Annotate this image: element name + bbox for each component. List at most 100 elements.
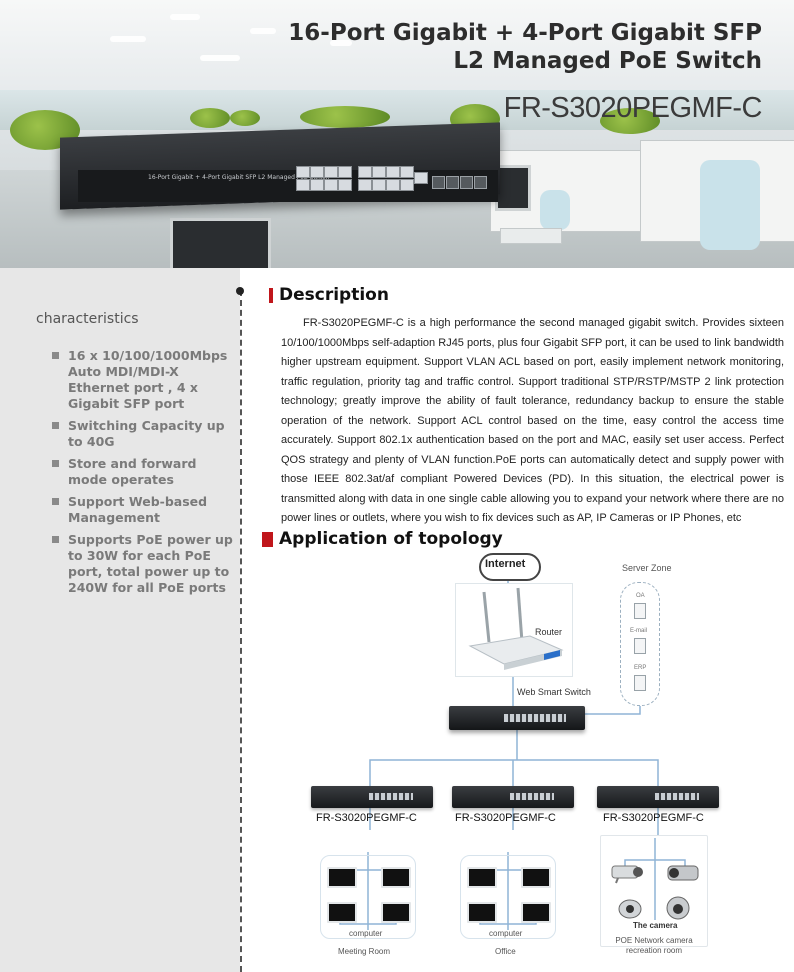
rj45-port (372, 166, 386, 178)
rj45-port (310, 166, 324, 178)
topology-heading: Application of topology (279, 529, 503, 549)
server-link (585, 704, 641, 715)
switch-model-label: FR-S3020PEGMF-C (603, 812, 704, 824)
plant (190, 108, 230, 128)
internet-cloud-icon (479, 553, 541, 581)
switch-ports (510, 793, 554, 800)
feature-text: 16 x 10/100/1000Mbps Auto MDI/MDI-X Ethe… (68, 348, 228, 411)
poe-switch (452, 786, 574, 808)
office-panel (460, 855, 556, 939)
sfp-port (460, 176, 473, 189)
feature-text: Store and forward mode operates (68, 456, 197, 487)
feature-list: 16 x 10/100/1000Mbps Auto MDI/MDI-X Ethe… (52, 348, 238, 602)
dome-camera-icon (666, 896, 690, 920)
computer-icon (521, 902, 551, 923)
product-title-line-2: L2 Managed PoE Switch (453, 48, 762, 74)
office-window (0, 90, 794, 130)
characteristics-sidebar (0, 268, 240, 972)
monitor (170, 218, 271, 268)
sfp-port (432, 176, 445, 189)
camera-icon (667, 865, 699, 881)
plant (300, 106, 390, 128)
chair (540, 190, 570, 230)
router-label: Router (535, 627, 563, 637)
product-model: FR-S3020PEGMF-C (503, 92, 763, 124)
feature-text: Support Web-based Management (68, 494, 208, 525)
switch-model-label: FR-S3020PEGMF-C (316, 812, 417, 824)
chair (700, 160, 760, 250)
computer-icon (467, 902, 497, 923)
rj45-port (310, 179, 324, 191)
feature-item: 16 x 10/100/1000Mbps Auto MDI/MDI-X Ethe… (52, 348, 238, 412)
camera-label: The camera (633, 921, 678, 930)
switch-panel-label: 16-Port Gigabit + 4-Port Gigabit SFP L2 … (148, 174, 330, 181)
rj45-port (386, 179, 400, 191)
computer-icon (467, 867, 497, 888)
computer-icon (381, 867, 411, 888)
switch-ports (655, 793, 699, 800)
meeting-room-panel (320, 855, 416, 939)
product-title: 16-Port Gigabit + 4-Port Gigabit SFP L2 … (288, 19, 762, 75)
plant (600, 108, 660, 134)
section-divider (240, 290, 242, 972)
computer-label: computer (349, 929, 383, 938)
zone-label: Meeting Room (338, 947, 391, 956)
sfp-port (446, 176, 459, 189)
rj45-port (358, 166, 372, 178)
office-ceiling (0, 0, 794, 95)
dome-camera-icon (618, 899, 642, 919)
rj45-port (372, 179, 386, 191)
bullet-icon (52, 422, 59, 429)
rj45-port (400, 179, 414, 191)
divider-dot (236, 287, 244, 295)
ceiling-light (330, 40, 352, 46)
bullet-icon (52, 460, 59, 467)
product-title-line-1: 16-Port Gigabit + 4-Port Gigabit SFP (288, 20, 762, 46)
feature-item: Switching Capacity up to 40G (52, 418, 238, 450)
bullet-icon (52, 498, 59, 505)
monitor (495, 165, 531, 211)
server-label: E-mail (630, 628, 648, 634)
server-icon (634, 675, 646, 691)
computer-icon (521, 867, 551, 888)
poe-switch (597, 786, 719, 808)
feature-item: Support Web-based Management (52, 494, 238, 526)
switch-ports (504, 714, 566, 722)
router-icon (468, 587, 564, 670)
plant (230, 110, 260, 126)
web-switch-label: Web Smart Switch (517, 687, 591, 697)
camera-panel (600, 835, 708, 947)
sfp-port (474, 176, 487, 189)
ceiling-light (110, 36, 146, 42)
rj45-port (400, 166, 414, 178)
server-icon (634, 603, 646, 619)
switch-front-panel (78, 170, 498, 202)
zone-label: POE Network camera recreation room (615, 936, 693, 955)
console-port (414, 172, 428, 184)
rj45-port (324, 179, 338, 191)
bullet-icon (52, 352, 59, 359)
ceiling-light (250, 28, 276, 34)
switch-model-label: FR-S3020PEGMF-C (455, 812, 556, 824)
rj45-port (338, 179, 352, 191)
computer-icon (381, 902, 411, 923)
feature-item: Supports PoE power up to 30W for each Po… (52, 532, 238, 596)
characteristics-title: characteristics (36, 311, 139, 327)
rj45-port (296, 166, 310, 178)
feature-text: Switching Capacity up to 40G (68, 418, 225, 449)
rj45-port (386, 166, 400, 178)
internet-label: Internet (485, 558, 526, 570)
camera-icon (611, 865, 643, 884)
router-image (455, 583, 573, 677)
bullet-icon (52, 536, 59, 543)
switch-ports (369, 793, 413, 800)
ceiling-light (200, 55, 240, 61)
rj45-port (324, 166, 338, 178)
computer-icon (327, 867, 357, 888)
rj45-port (296, 179, 310, 191)
keyboard (500, 228, 562, 244)
web-smart-switch (449, 706, 585, 730)
description-body: FR-S3020PEGMF-C is a high performance th… (281, 317, 784, 524)
feature-text: Supports PoE power up to 30W for each Po… (68, 532, 233, 595)
ceiling-light (170, 14, 200, 20)
